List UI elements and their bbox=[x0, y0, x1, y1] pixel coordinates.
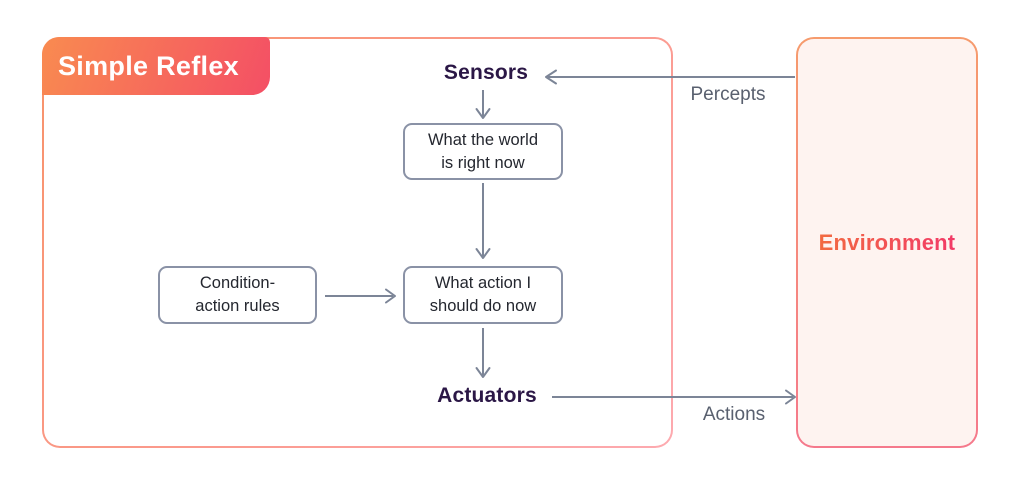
node-label-line: action rules bbox=[195, 297, 280, 315]
agent-panel bbox=[42, 37, 673, 448]
world-state-box: What the world is right now bbox=[403, 123, 563, 180]
actuators-label: Actuators bbox=[437, 384, 537, 407]
node-label-line: What the world bbox=[427, 130, 539, 149]
condition-rules-box: Condition- action rules bbox=[158, 266, 317, 324]
agent-panel-body bbox=[44, 39, 671, 446]
actions-label: Actions bbox=[702, 404, 766, 425]
node-label-line: What action I bbox=[434, 274, 532, 293]
action-selection-box: What action I should do now bbox=[403, 266, 563, 324]
node-label-line: should do now bbox=[429, 297, 537, 315]
title-badge: Simple Reflex bbox=[42, 37, 270, 95]
environment-panel: Environment bbox=[796, 37, 978, 448]
environment-panel-body: Environment bbox=[798, 39, 976, 446]
node-label-line: is right now bbox=[441, 153, 525, 172]
node-label-line: Condition- bbox=[199, 274, 276, 293]
title-badge-label: Simple Reflex bbox=[58, 50, 239, 81]
environment-label: Environment bbox=[818, 229, 956, 255]
sensors-label: Sensors bbox=[443, 61, 529, 84]
percepts-label: Percepts bbox=[690, 84, 766, 105]
